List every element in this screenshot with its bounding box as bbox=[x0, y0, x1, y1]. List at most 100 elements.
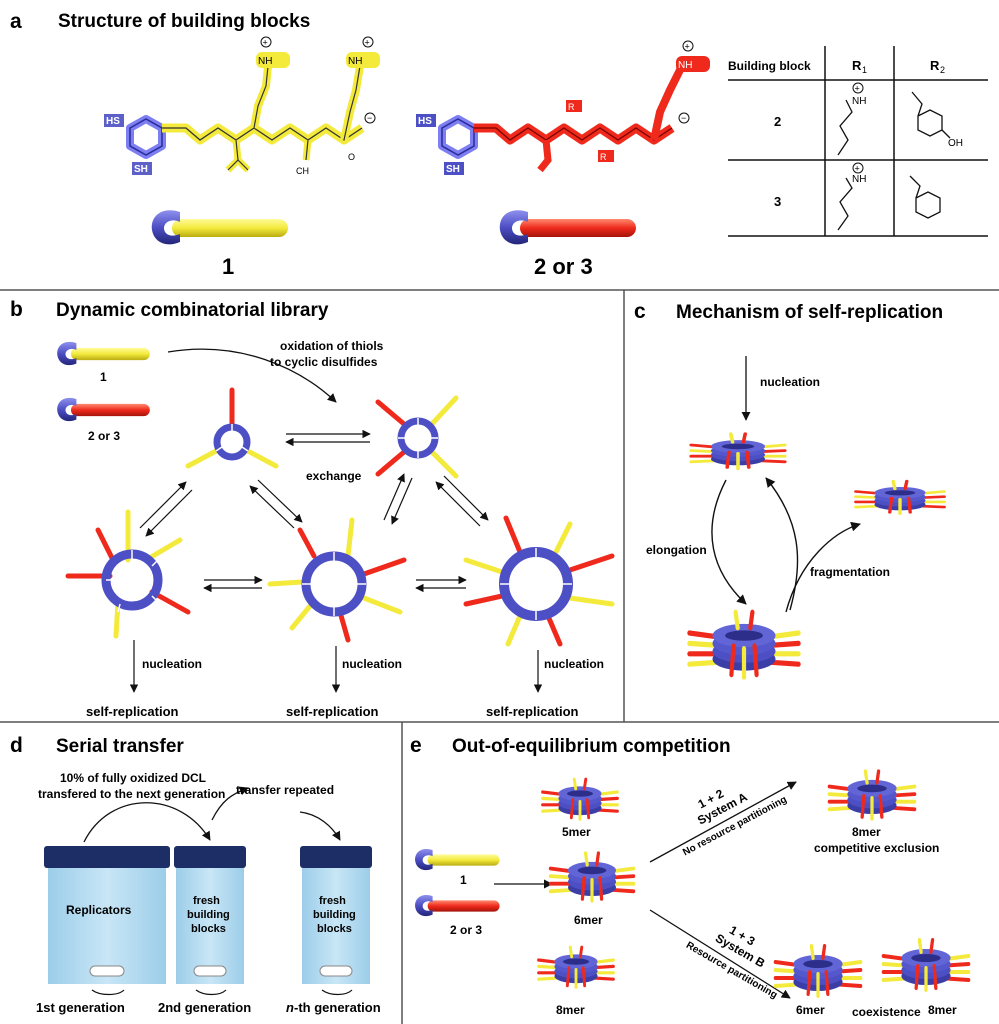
transfer-repeated: transfer repeated bbox=[236, 783, 334, 797]
mol23-r2: R bbox=[600, 152, 607, 162]
transfer-line2: transfered to the next generation bbox=[38, 787, 225, 801]
label-bb23: 2 or 3 bbox=[534, 254, 593, 279]
mol23-r1: R bbox=[568, 102, 575, 112]
jar2-line2: building bbox=[187, 909, 230, 921]
oxidation-line1: oxidation of thiols bbox=[280, 339, 384, 353]
molecule-23-structure: NH + R R HS SH − bbox=[416, 40, 710, 175]
excl-text: competitive exclusion bbox=[814, 841, 939, 855]
panel-d-title: Serial transfer bbox=[56, 736, 184, 757]
jar1-label: Replicators bbox=[66, 903, 132, 917]
nucleation-middle: nucleation bbox=[342, 657, 402, 671]
jar2-line3: blocks bbox=[191, 923, 226, 935]
label-8mer: 8mer bbox=[556, 1003, 585, 1017]
panel-a-letter: a bbox=[10, 10, 22, 33]
bb1-cartoon-a bbox=[151, 210, 288, 245]
mol1-sh-label: SH bbox=[134, 164, 148, 175]
panel-b: b Dynamic combinatorial library 1 2 or 3… bbox=[10, 298, 615, 719]
fragment-stack bbox=[854, 479, 946, 516]
svg-text:−: − bbox=[367, 113, 372, 123]
molecule-1-structure: NH NH + + HS SH HS SH CH − O bbox=[104, 36, 380, 176]
genn-label: -th generation bbox=[294, 1000, 381, 1015]
panel-borders bbox=[0, 289, 999, 1024]
jar-1: Replicators bbox=[44, 846, 170, 984]
excl-8mer: 8mer bbox=[852, 825, 881, 839]
panel-c-nucleation: nucleation bbox=[760, 375, 820, 389]
bb23-cartoon-b bbox=[57, 397, 150, 422]
svg-text:+: + bbox=[685, 42, 690, 52]
elongated-stack bbox=[689, 612, 798, 677]
panel-d-letter: d bbox=[10, 734, 23, 757]
coex-label: coexistence bbox=[852, 1005, 921, 1019]
nucleus-stack bbox=[689, 431, 787, 471]
fragmentation-label: fragmentation bbox=[810, 565, 890, 579]
bb23-cartoon-e bbox=[415, 894, 500, 917]
macrocycle-ring-left bbox=[65, 509, 191, 639]
panel-b-label-23: 2 or 3 bbox=[88, 429, 120, 443]
table-row-3-label: 3 bbox=[774, 194, 781, 209]
table-header-r1: R bbox=[852, 58, 862, 73]
transfer-line1: 10% of fully oxidized DCL bbox=[60, 771, 206, 785]
macrocycle-ring-right bbox=[463, 515, 615, 647]
coexist-hexamer bbox=[773, 944, 863, 998]
panel-c-title: Mechanism of self-replication bbox=[676, 302, 943, 323]
nucleation-left: nucleation bbox=[142, 657, 202, 671]
table-header-r2: R bbox=[930, 58, 940, 73]
mol23-hs: HS bbox=[418, 116, 432, 127]
nucleation-right: nucleation bbox=[544, 657, 604, 671]
macrocycle-ring-middle bbox=[267, 517, 407, 643]
exclusion-stack bbox=[827, 769, 917, 821]
table-header-r1-sub: 1 bbox=[862, 65, 867, 75]
svg-text:−: − bbox=[681, 113, 686, 123]
self-replication-middle: self-replication bbox=[286, 704, 379, 719]
label-6mer: 6mer bbox=[574, 913, 603, 927]
mol1-oxygen: O bbox=[348, 152, 355, 162]
oxidation-line2: to cyclic disulfides bbox=[270, 355, 378, 369]
mol23-nh3: NH bbox=[678, 60, 692, 71]
mol23-sh: SH bbox=[446, 164, 460, 175]
panel-b-title: Dynamic combinatorial library bbox=[56, 300, 329, 321]
panel-e-letter: e bbox=[410, 734, 422, 757]
jarn-line1: fresh bbox=[319, 895, 346, 907]
panel-a: a Structure of building blocks NH NH + +… bbox=[10, 10, 988, 279]
exchange-label: exchange bbox=[306, 469, 362, 483]
mol1-nh3-a: NH bbox=[258, 56, 272, 67]
panel-e-label-1: 1 bbox=[460, 873, 467, 887]
svg-text:+: + bbox=[263, 38, 268, 48]
gen1-label: 1st generation bbox=[36, 1000, 125, 1015]
coexist-octamer bbox=[881, 938, 971, 992]
mol1-ch3: CH bbox=[296, 166, 309, 176]
jarn-line2: building bbox=[313, 909, 356, 921]
table-row-2-label: 2 bbox=[774, 114, 781, 129]
elongation-label: elongation bbox=[646, 543, 707, 557]
svg-text:+: + bbox=[855, 84, 860, 94]
self-replication-right: self-replication bbox=[486, 704, 579, 719]
svg-text:+: + bbox=[365, 38, 370, 48]
panel-b-label-1: 1 bbox=[100, 370, 107, 384]
label-5mer: 5mer bbox=[562, 825, 591, 839]
mol1-nh3-b: NH bbox=[348, 56, 362, 67]
coex-8mer: 8mer bbox=[928, 1003, 957, 1017]
table-nh3-2: NH bbox=[852, 96, 866, 107]
bb23-cartoon-a bbox=[499, 210, 636, 245]
octamer-stack bbox=[536, 945, 616, 989]
svg-text:+: + bbox=[855, 164, 860, 174]
jarn-line3: blocks bbox=[317, 923, 352, 935]
jar2-line1: fresh bbox=[193, 895, 220, 907]
mol1-hs-label: HS bbox=[106, 116, 120, 127]
panel-d: d Serial transfer 10% of fully oxidized … bbox=[10, 734, 381, 1015]
jar-n: fresh building blocks bbox=[300, 846, 372, 984]
self-replication-left: self-replication bbox=[86, 704, 179, 719]
table-header-r2-sub: 2 bbox=[940, 65, 945, 75]
label-bb1: 1 bbox=[222, 254, 234, 279]
macrocycle-trimer bbox=[185, 387, 279, 469]
panel-e-title: Out-of-equilibrium competition bbox=[452, 736, 731, 757]
gen2-label: 2nd generation bbox=[158, 1000, 251, 1015]
coex-6mer: 6mer bbox=[796, 1003, 825, 1017]
jar-2: fresh building blocks bbox=[174, 846, 246, 984]
hexamer-stack bbox=[548, 851, 636, 903]
table-header-bb: Building block bbox=[728, 59, 811, 73]
panel-e: e Out-of-equilibrium competition 1 2 or … bbox=[410, 734, 971, 1019]
bb1-cartoon-e bbox=[415, 848, 500, 871]
table-oh: OH bbox=[948, 138, 963, 149]
